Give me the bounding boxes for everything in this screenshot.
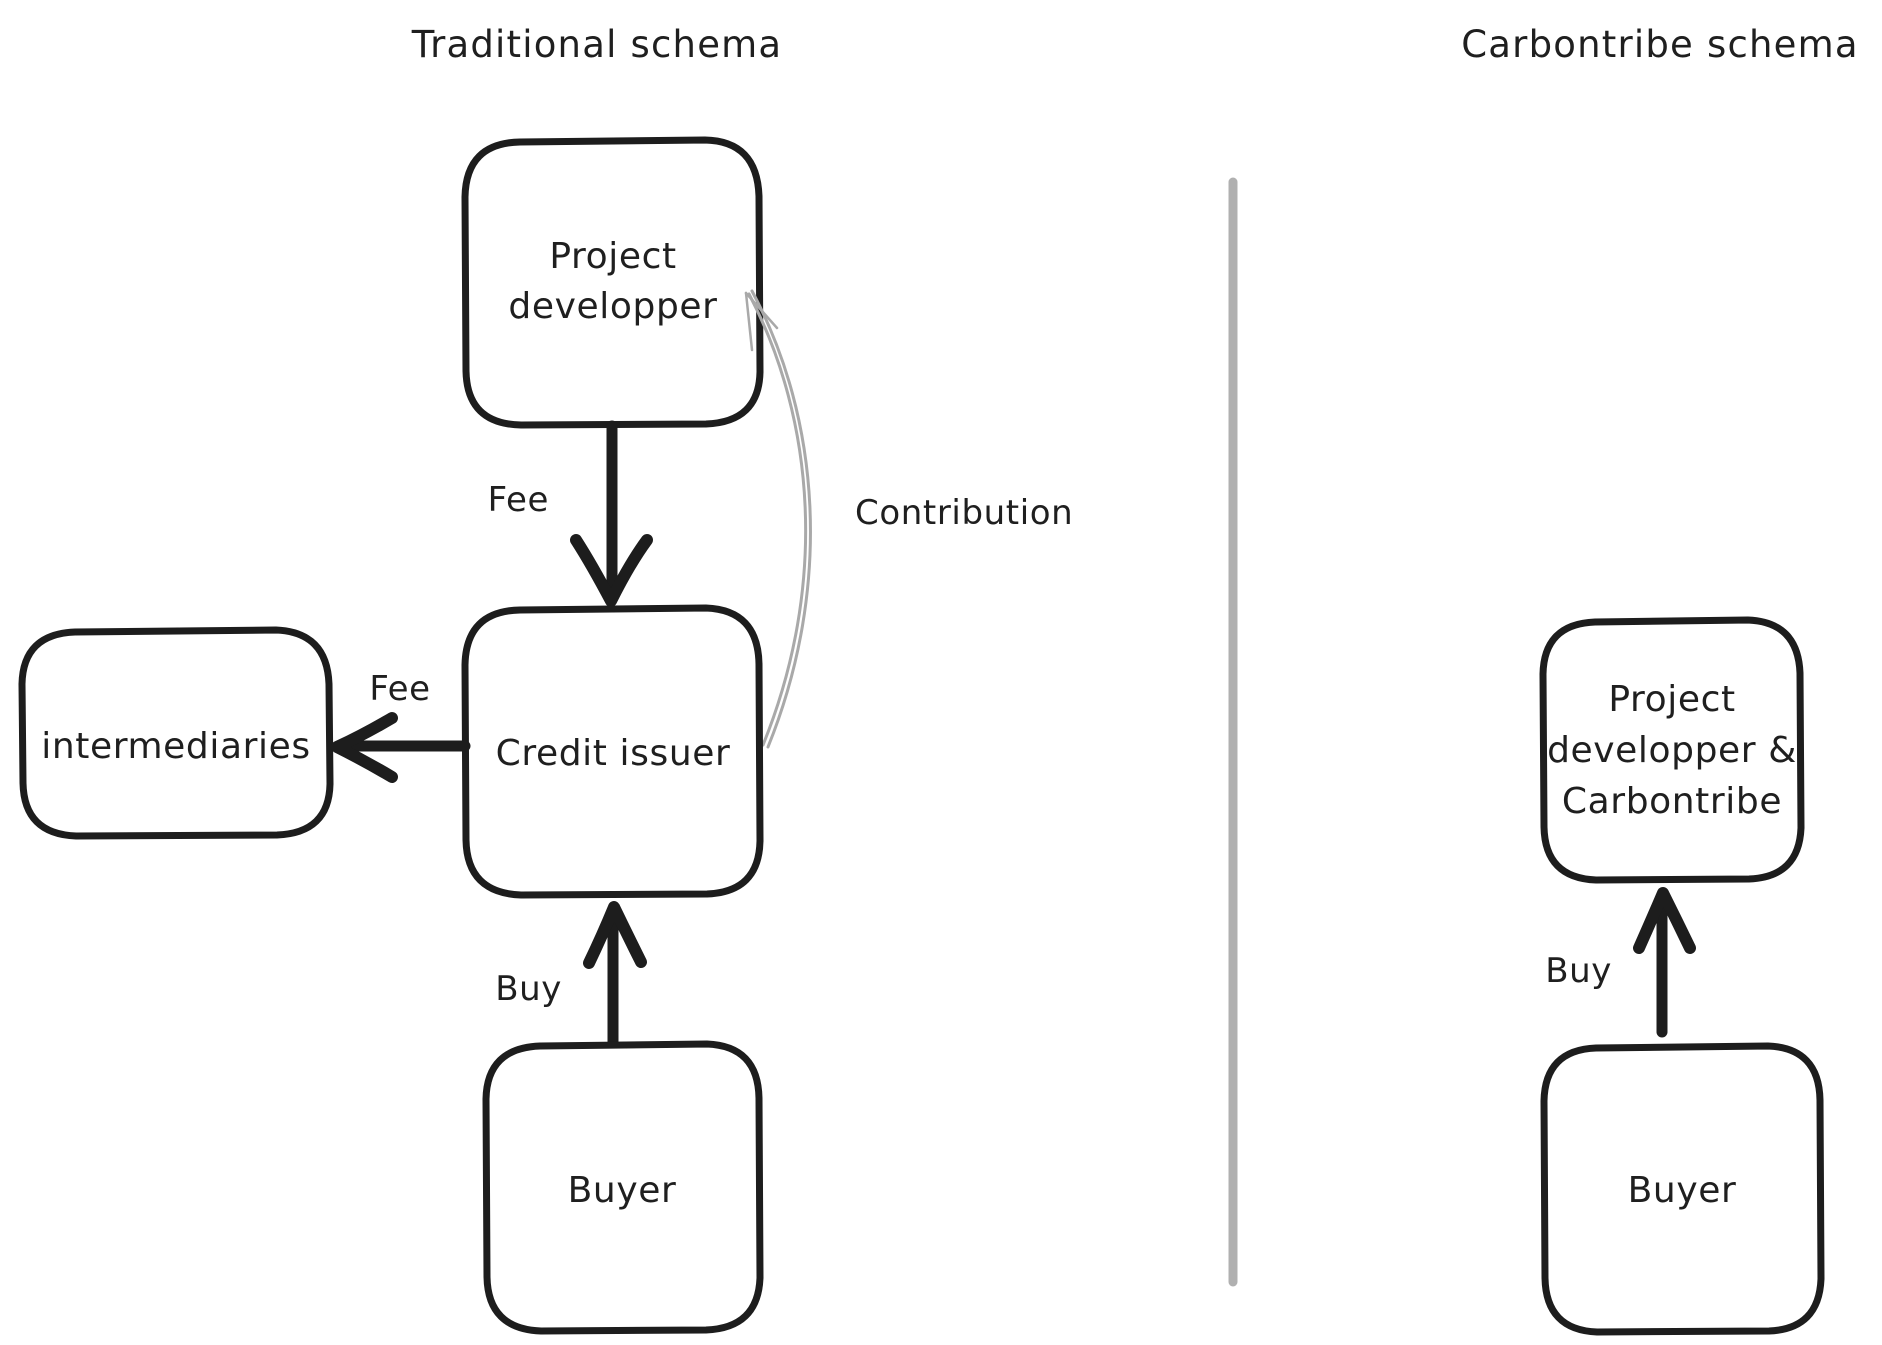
edge-contribution-curve-secondary	[750, 289, 812, 749]
node-buyer-left[interactable]	[482, 1040, 764, 1335]
left-panel-title: Traditional schema	[411, 23, 783, 66]
edge-label-fee-top: Fee	[488, 480, 549, 520]
edge-contribution-arrowhead-left	[744, 291, 754, 352]
edge-buy-buyer-to-issuer-arrowhead	[583, 901, 647, 969]
node-project-developper-label-line2: developper	[508, 286, 717, 327]
node-project-developper-carbontribe[interactable]	[1539, 616, 1805, 884]
edge-fee-developper-to-issuer-arrowhead	[570, 534, 653, 607]
node-credit-issuer[interactable]	[461, 604, 764, 899]
node-project-developper-label-line1: Project	[549, 236, 676, 277]
node-buyer-left-label: Buyer	[568, 1170, 677, 1211]
node-project-developper-carbontribe-label-line3: Carbontribe	[1562, 781, 1782, 822]
node-intermediaries[interactable]	[18, 626, 334, 840]
edge-label-contribution: Contribution	[855, 493, 1073, 533]
edge-fee-issuer-to-intermediaries-arrowhead	[331, 712, 398, 783]
node-project-developper[interactable]	[461, 136, 764, 429]
right-panel-title: Carbontribe schema	[1461, 23, 1858, 66]
edge-buy-buyer-to-carbontribe-arrowhead	[1633, 887, 1696, 954]
node-buyer-right-label: Buyer	[1628, 1170, 1737, 1211]
edge-label-buy-left: Buy	[495, 969, 562, 1009]
edge-label-fee-left: Fee	[369, 669, 430, 709]
edge-contribution-curve	[747, 292, 808, 747]
edge-label-buy-right: Buy	[1545, 951, 1612, 991]
node-credit-issuer-label: Credit issuer	[496, 733, 731, 774]
edge-contribution-arrowhead-right	[744, 291, 779, 330]
node-intermediaries-label: intermediaries	[41, 726, 311, 767]
node-project-developper-carbontribe-label-line2: developper &	[1547, 730, 1797, 771]
node-project-developper-carbontribe-label-line1: Project	[1608, 679, 1735, 720]
node-buyer-right[interactable]	[1540, 1042, 1825, 1336]
